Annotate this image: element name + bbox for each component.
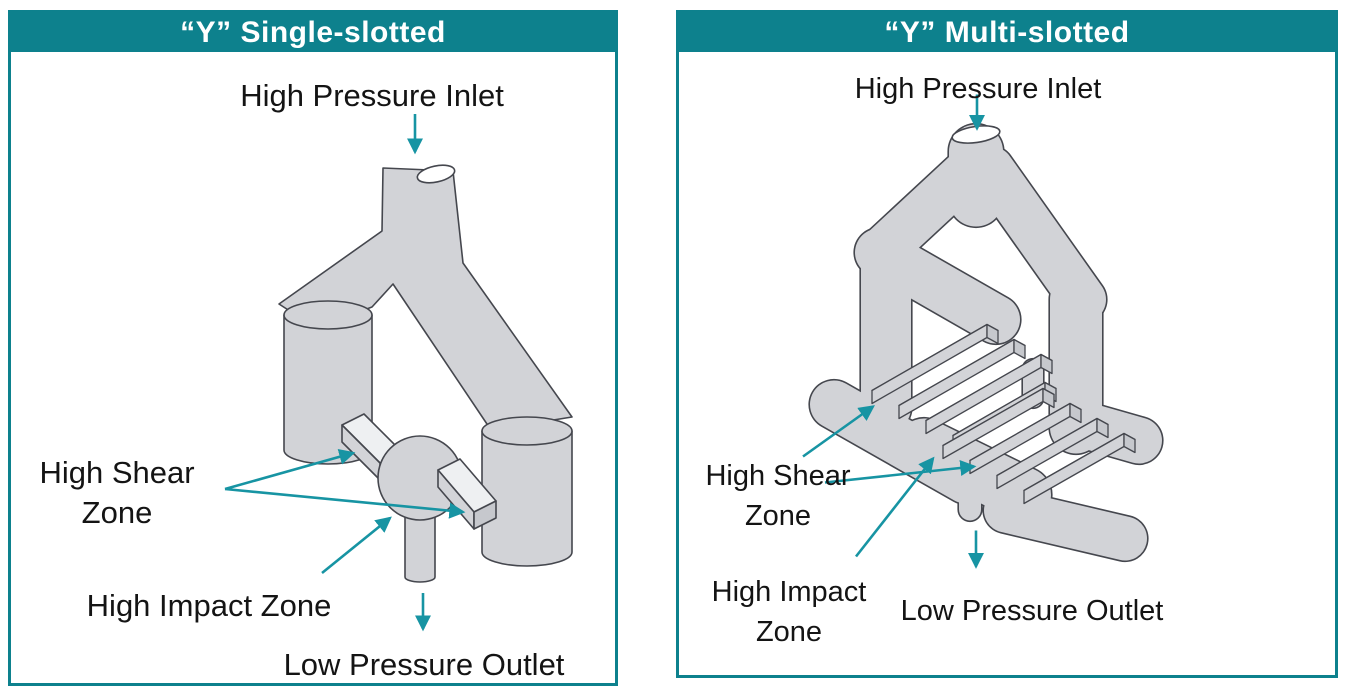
inlet-opening <box>416 164 456 184</box>
high-shear-zone-label: High Shear Zone <box>705 456 850 536</box>
single-slotted-panel: “Y” Single-slotted <box>8 10 618 686</box>
low-pressure-outlet-label: Low Pressure Outlet <box>283 647 565 682</box>
single-slotted-panel-title: “Y” Single-slotted <box>11 13 615 52</box>
shear-arrow-upper <box>224 448 356 491</box>
y-frame <box>278 167 573 431</box>
high-impact-zone-label-line2: Zone <box>755 616 823 648</box>
high-impact-zone-label: High Impact Zone <box>86 588 332 623</box>
lower-slot-bars <box>942 387 1136 505</box>
annotation-arrows <box>802 94 986 569</box>
single-slotted-panel-body: High Pressure Inlet High Shear Zone High… <box>11 52 615 683</box>
impact-arrow <box>854 456 935 558</box>
right-cylinder <box>481 430 573 567</box>
high-shear-zone-label-line2: Zone <box>744 500 812 532</box>
multi-slotted-panel-title: “Y” Multi-slotted <box>679 13 1335 52</box>
multi-slotted-panel-body: High Pressure Inlet High Shear Zone High… <box>679 52 1335 675</box>
right-cylinder-top <box>481 416 573 446</box>
high-shear-zone-label-line1: High Shear <box>705 460 851 492</box>
high-shear-zone-label: High Shear Zone <box>39 453 194 533</box>
high-impact-zone-label-line1: High Impact <box>711 576 867 608</box>
chamber-tubes <box>810 124 1162 561</box>
left-cylinder-top <box>283 300 373 330</box>
single-slotted-chamber-illustration <box>224 114 573 632</box>
multi-slotted-chamber-illustration <box>802 94 1164 569</box>
y-chamber-body <box>278 164 573 583</box>
impact-arrow <box>321 516 392 575</box>
outlet-stub <box>404 508 436 583</box>
high-pressure-inlet-label: High Pressure Inlet <box>854 73 1102 105</box>
high-shear-zone-label-line2: Zone <box>81 495 153 530</box>
shear-arrow-lower <box>824 459 977 484</box>
high-pressure-inlet-label: High Pressure Inlet <box>240 78 504 113</box>
annotation-arrows <box>224 114 466 632</box>
high-impact-zone-label: High Impact Zone <box>712 572 867 652</box>
shear-arrow-upper <box>802 405 875 458</box>
high-shear-zone-label-line1: High Shear <box>39 455 195 490</box>
low-pressure-outlet-label: Low Pressure Outlet <box>900 595 1164 627</box>
multi-slotted-panel: “Y” Multi-slotted High Pressure Inlet <box>676 10 1338 678</box>
shear-arrow-lower <box>224 487 466 519</box>
